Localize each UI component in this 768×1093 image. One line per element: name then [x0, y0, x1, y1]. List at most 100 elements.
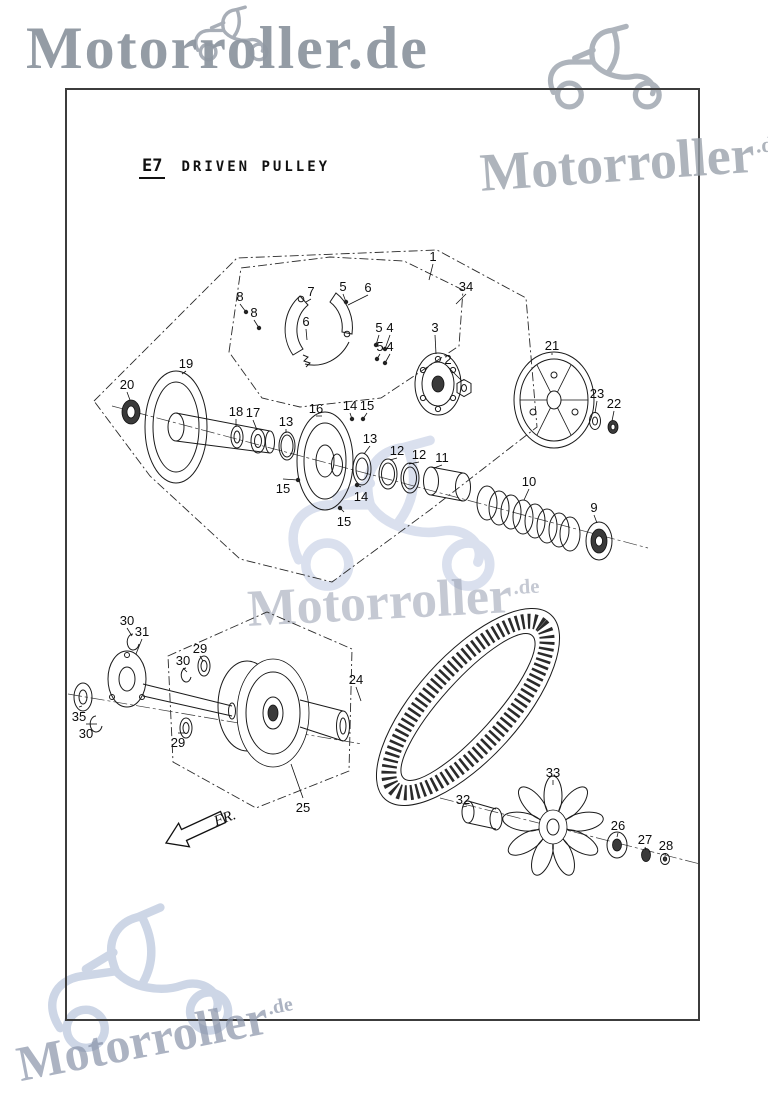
callout-leader: [355, 686, 362, 702]
small-part-dot: [343, 299, 349, 305]
callout-leader: [462, 805, 468, 808]
callout-leader: [664, 852, 667, 856]
callout-leader: [282, 478, 299, 481]
small-part-dot: [337, 505, 343, 511]
part-number-23: 23: [590, 386, 604, 401]
part-number-25: 25: [296, 800, 310, 815]
clutch-shoe-assembly: [284, 292, 353, 368]
callout-leader: [290, 763, 304, 799]
small-part-dot: [360, 416, 366, 422]
callout-leader: [347, 294, 369, 306]
part-number-4: 4: [386, 320, 393, 335]
part-number-18: 18: [229, 404, 243, 419]
part-number-2: 2: [444, 352, 451, 367]
callout-leader: [363, 445, 371, 455]
part-number-35: 35: [72, 709, 86, 724]
callout-leader: [428, 263, 434, 281]
part-number-12: 12: [390, 443, 404, 458]
part-number-26: 26: [611, 818, 625, 833]
diagram-name: DRIVEN PULLEY: [181, 159, 331, 175]
part-number-6: 6: [364, 280, 371, 295]
driven-pulley-assembly: [121, 370, 613, 561]
part-number-15: 15: [276, 481, 290, 496]
small-part-dot: [354, 482, 360, 488]
part-number-28: 28: [659, 838, 673, 853]
part-number-8: 8: [250, 305, 257, 320]
callout-leader: [126, 627, 133, 637]
callout-leader: [408, 461, 420, 465]
part-number-22: 22: [607, 396, 621, 411]
diagram-frame: [65, 88, 700, 1021]
small-part-dot: [382, 346, 388, 352]
part-number-12: 12: [412, 447, 426, 462]
part-number-8: 8: [236, 289, 243, 304]
callout-leader: [434, 334, 437, 355]
part-number-10: 10: [522, 474, 536, 489]
compression-spring: [476, 485, 581, 552]
drive-belt: [375, 607, 561, 807]
callout-leader: [199, 655, 204, 662]
callout-leader: [611, 410, 615, 422]
callout-leader: [644, 846, 647, 851]
part-number-15: 15: [360, 398, 374, 413]
small-part-dot: [382, 360, 388, 366]
callout-leader: [389, 457, 398, 461]
small-part-dot: [373, 342, 379, 348]
part-number-13: 13: [363, 431, 377, 446]
part-number-3: 3: [431, 320, 438, 335]
part-number-17: 17: [246, 405, 260, 420]
part-number-24: 24: [349, 672, 363, 687]
fan-group: [461, 775, 670, 876]
part-number-11: 11: [435, 450, 449, 465]
brand-logo: Motorroller.de: [26, 15, 429, 81]
callout-leader: [182, 667, 188, 673]
part-number-27: 27: [638, 832, 652, 847]
direction-indicator: FR.: [164, 807, 238, 848]
part-number-14: 14: [354, 489, 368, 504]
callout-leader: [447, 366, 463, 382]
part-number-29: 29: [171, 735, 185, 750]
callout-leader: [78, 705, 83, 708]
part-number-31: 31: [135, 624, 149, 639]
callout-leader: [305, 298, 312, 303]
part-number-30: 30: [79, 726, 93, 741]
small-part-dot: [295, 477, 301, 483]
callout-leader: [455, 293, 467, 305]
part-number-5: 5: [376, 339, 383, 354]
part-number-6: 6: [302, 314, 309, 329]
part-number-15: 15: [337, 514, 351, 529]
callout-leader: [384, 334, 391, 350]
callout-leader: [433, 464, 443, 469]
part-number-1: 1: [429, 249, 436, 264]
part-number-7: 7: [307, 284, 314, 299]
small-part-dot: [256, 325, 262, 331]
callout-leader: [593, 514, 598, 524]
assembly-boundaries: [93, 249, 538, 809]
part-number-30: 30: [120, 613, 134, 628]
part-number-33: 33: [546, 765, 560, 780]
small-part-dot: [349, 416, 355, 422]
callout-leader: [126, 391, 131, 401]
callout-leader: [594, 400, 598, 414]
callout-leader: [181, 370, 187, 375]
small-part-dot: [243, 309, 249, 315]
callout-leader: [305, 328, 308, 341]
variator-pulley: [217, 658, 350, 768]
part-number-34: 34: [459, 279, 473, 294]
callout-leader: [252, 419, 258, 431]
callout-leader: [616, 832, 619, 838]
callout-leader: [135, 638, 143, 655]
part-number-29: 29: [193, 641, 207, 656]
part-number-16: 16: [309, 401, 323, 416]
small-part-dot: [374, 356, 380, 362]
part-number-14: 14: [343, 398, 357, 413]
part-number-5: 5: [339, 279, 346, 294]
part-number-13: 13: [279, 414, 293, 429]
clutch-carrier-plate: [414, 352, 472, 416]
part-number-4: 4: [386, 339, 393, 354]
ramp-plate-group: [73, 633, 236, 739]
part-number-20: 20: [120, 377, 134, 392]
part-number-21: 21: [545, 338, 559, 353]
